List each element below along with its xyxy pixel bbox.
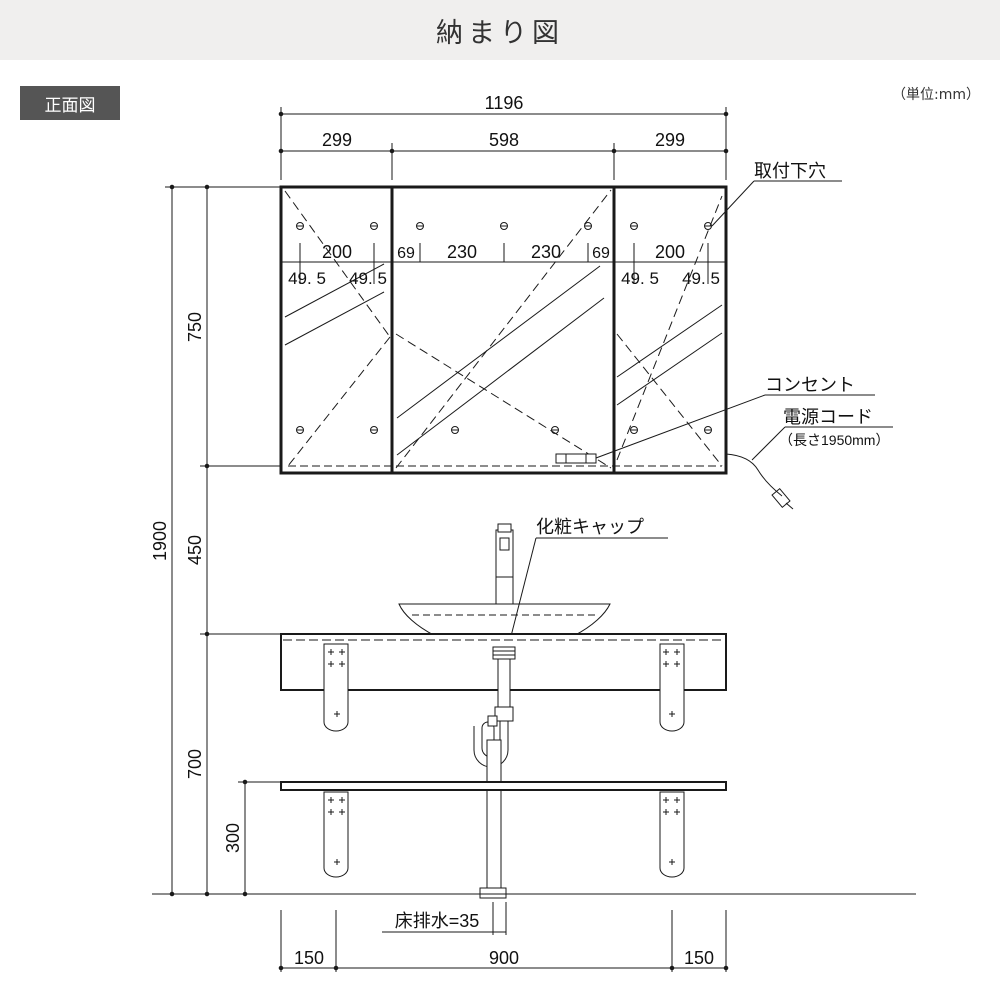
dim-bottom-left: 150: [294, 948, 324, 968]
dim-bottom-right: 150: [684, 948, 714, 968]
dim-hole-center-edge-left: 69: [397, 245, 415, 262]
callout-floor-drain: 床排水=35: [395, 911, 480, 931]
hole-dimension-ticks: [299, 243, 709, 284]
dim-gap-height: 450: [185, 535, 205, 565]
bottom-dimension-lines: [278, 902, 729, 972]
dim-right-side-a: 49. 5: [621, 269, 659, 288]
dim-hole-center-edge-right: 69: [592, 245, 610, 262]
callout-vanity-cap: 化粧キャップ: [536, 517, 644, 537]
dim-hole-right-span: 200: [655, 242, 685, 262]
dim-left-side-a: 49. 5: [288, 269, 326, 288]
vanity-cap-leader: [507, 537, 668, 649]
dim-hole-left-span: 200: [322, 242, 352, 262]
callout-power-cord: 電源コード: [783, 407, 873, 427]
dim-top-overall: 1196: [485, 93, 524, 113]
dim-shelf-height: 300: [223, 823, 243, 853]
unit-label: （単位:mm）: [892, 87, 980, 103]
callout-leaders: [595, 180, 893, 510]
view-badge: 正面図: [20, 86, 120, 120]
callout-cord-length: （長さ1950mm）: [779, 432, 889, 448]
dim-left-side-b: 49. 5: [349, 269, 387, 288]
dim-top-center: 598: [489, 130, 519, 150]
page-title: 納まり図: [436, 17, 564, 49]
dim-hole-center-span-left: 230: [447, 242, 477, 262]
mirror-cabinet: [279, 185, 728, 475]
callout-outlet: コンセント: [765, 375, 855, 395]
header-bar: 納まり図: [0, 0, 1000, 60]
top-dimension-lines: [278, 107, 729, 180]
dim-cabinet-height: 750: [185, 312, 205, 342]
dim-top-left: 299: [322, 130, 352, 150]
dim-left-total: 1900: [150, 521, 170, 561]
left-dimension-lines: [165, 184, 280, 897]
dim-bottom-center: 900: [489, 948, 519, 968]
dim-top-right: 299: [655, 130, 685, 150]
callout-mounting-holes: 取付下穴: [754, 161, 826, 181]
dim-vanity-height: 700: [185, 749, 205, 779]
dim-right-side-b: 49. 5: [682, 269, 720, 288]
lower-shelf: [280, 781, 727, 791]
drain-trap: [473, 646, 516, 899]
dim-hole-center-span-right: 230: [531, 242, 561, 262]
